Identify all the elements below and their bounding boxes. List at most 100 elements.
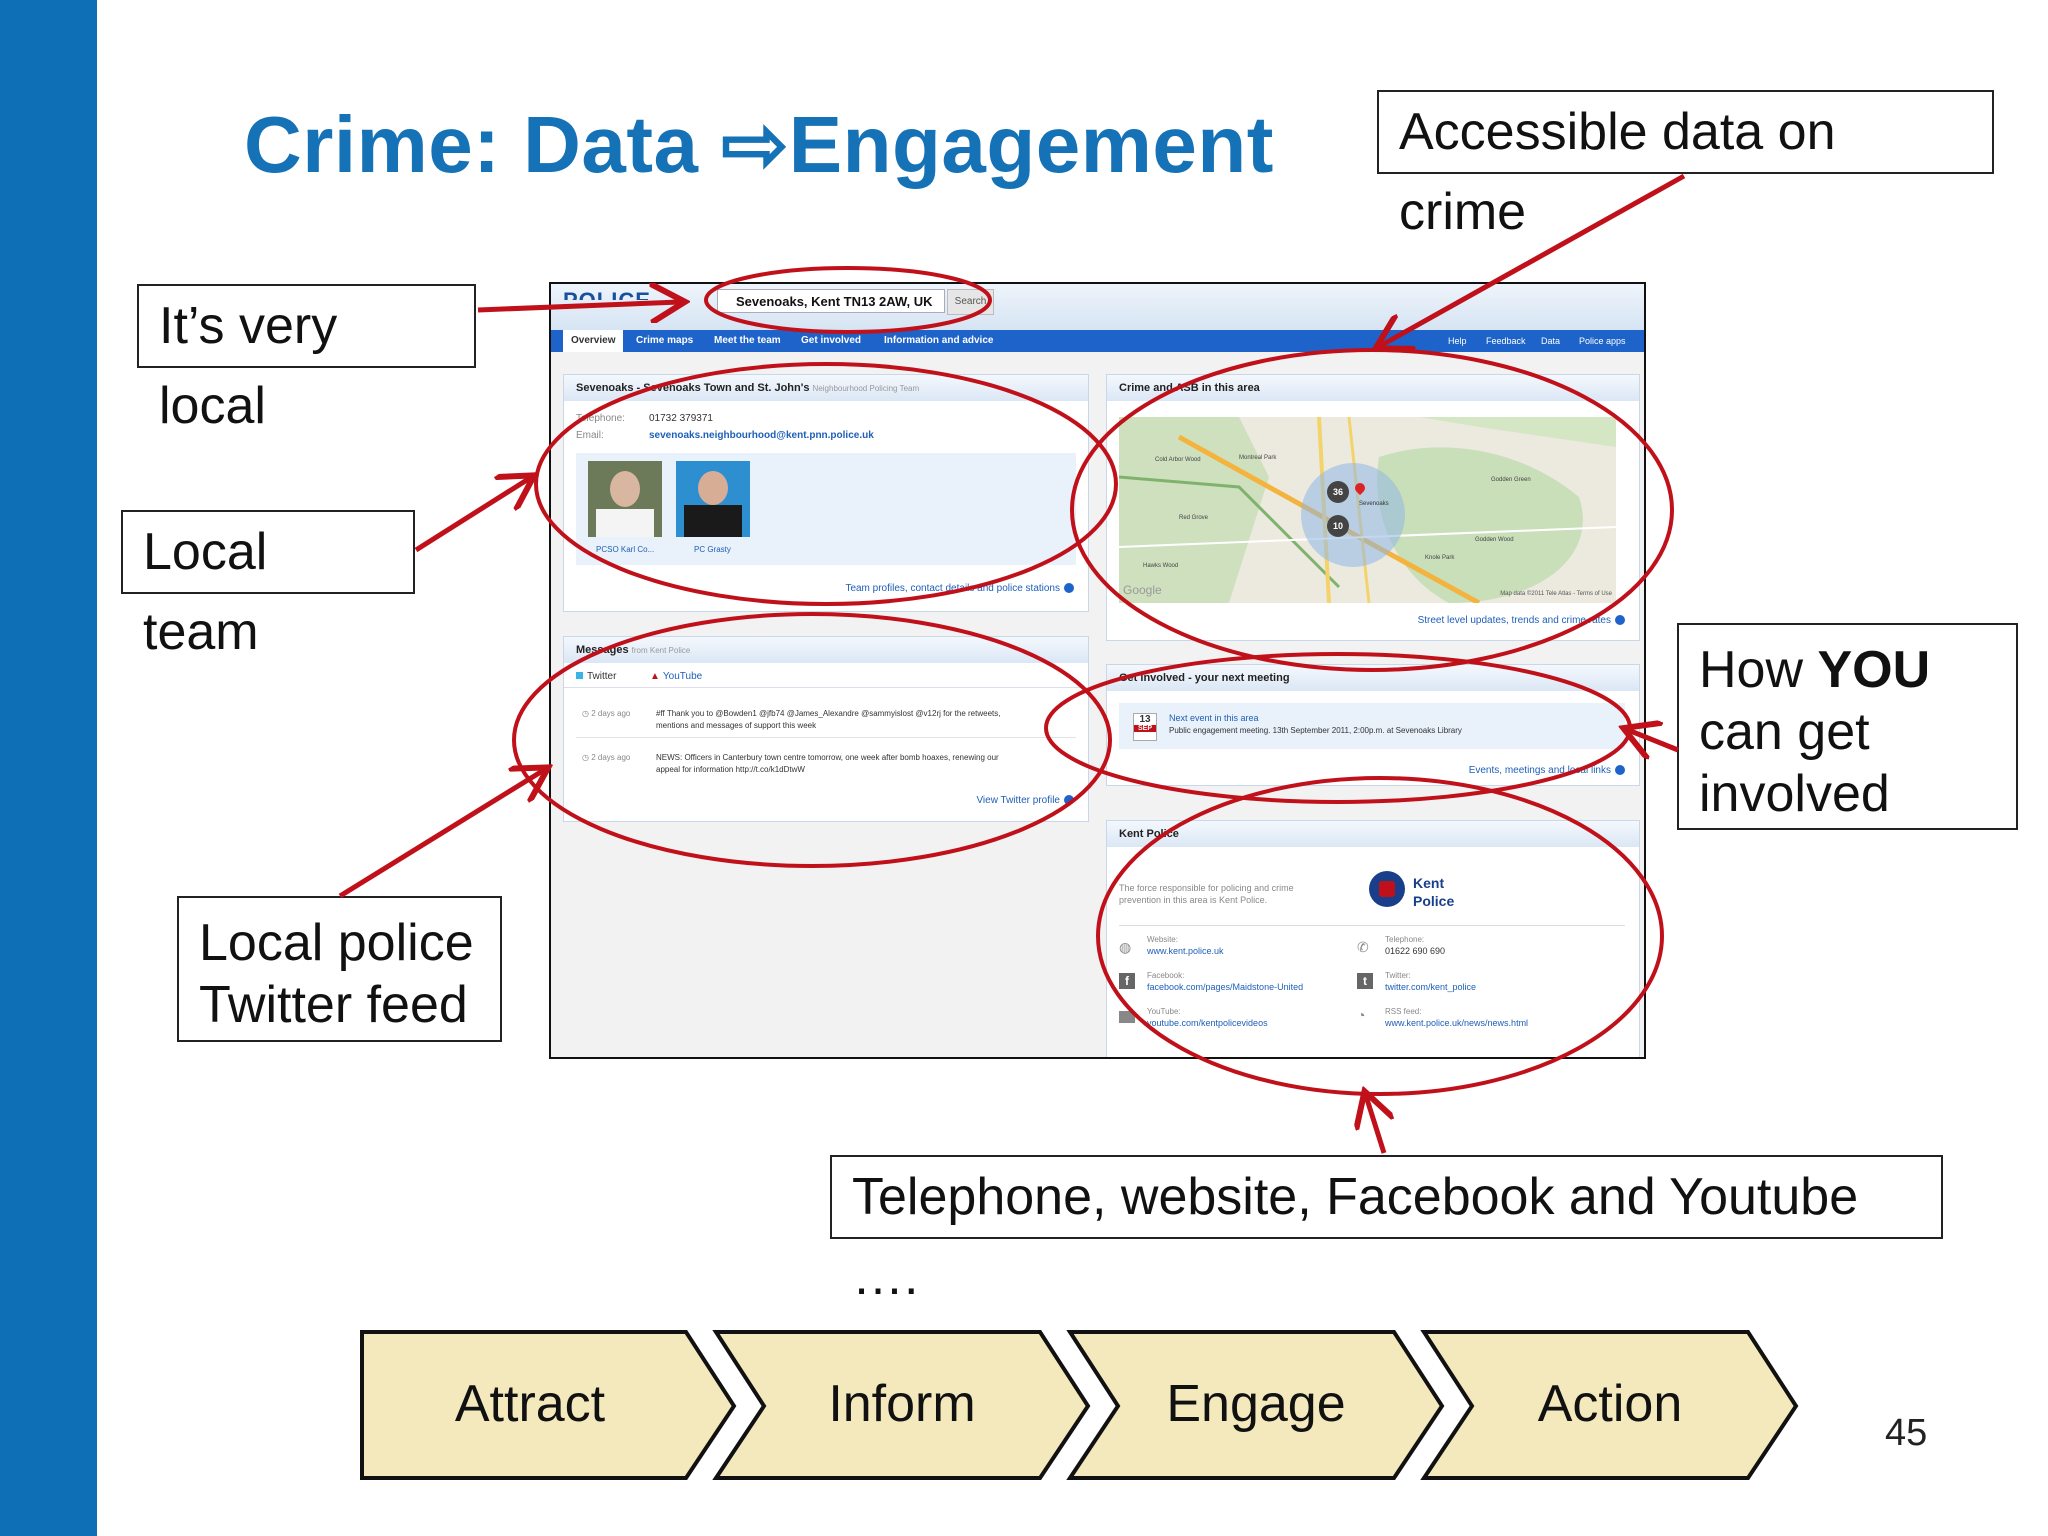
website-label: Website: [1147, 935, 1178, 944]
police-logo: POLICE [563, 288, 651, 300]
annotation-ellipse-messages [512, 612, 1112, 868]
tab-information-advice[interactable]: Information and advice [884, 335, 994, 346]
callout-twitter-feed: Local police Twitter feed [177, 896, 502, 1042]
callout-local-team: Local team [121, 510, 415, 661]
globe-icon: ◍ [1119, 939, 1132, 955]
map-label-cold-arbor-wood: Cold Arbor Wood [1155, 457, 1201, 463]
tab-overview[interactable]: Overview [563, 330, 624, 352]
annotation-ellipse-location [704, 266, 992, 334]
street-level-updates-link[interactable]: Street level updates, trends and crime r… [1418, 615, 1625, 626]
arrow-local-team [414, 478, 530, 553]
event-month: SEP [1134, 725, 1156, 732]
arrow-very-local [477, 302, 680, 310]
team-telephone-label: Telephone: [576, 413, 625, 424]
crime-cluster-marker-2[interactable]: 10 [1327, 515, 1349, 537]
team-email-link[interactable]: sevenoaks.neighbourhood@kent.pnn.police.… [649, 430, 874, 441]
team-heading: Sevenoaks - Sevenoaks Town and St. John'… [576, 382, 810, 394]
next-event-box: 13 SEP Next event in this area Public en… [1119, 703, 1625, 749]
kent-police-logo-line2: Police [1413, 893, 1455, 909]
messages-panel: Messages from Kent Police Twitter ▲YouTu… [563, 636, 1089, 822]
officer-name-1[interactable]: PCSO Karl Co... [596, 545, 655, 554]
map-label-godden-wood: Godden Wood [1475, 537, 1514, 543]
callout-how-you-line1: How YOU [1699, 641, 1931, 699]
calendar-icon: 13 SEP [1133, 713, 1157, 741]
facebook-label: Facebook: [1147, 971, 1185, 980]
slide-sidebar-bar [0, 0, 97, 1536]
twitter-link[interactable]: twitter.com/kent_police [1385, 982, 1477, 992]
twitter-icon [576, 672, 583, 679]
callout-accessible-data: Accessible data on crime [1377, 90, 1994, 241]
google-logo: Google [1123, 583, 1162, 597]
event-title-link[interactable]: Next event in this area [1169, 713, 1259, 723]
facebook-link[interactable]: facebook.com/pages/Maidstone-United [1147, 982, 1304, 992]
youtube-icon [1119, 1011, 1135, 1023]
kent-police-crest-icon [1369, 871, 1405, 907]
rss-label: RSS feed: [1385, 1007, 1422, 1016]
rss-link[interactable]: www.kent.police.uk/news/news.html [1385, 1018, 1529, 1028]
youtube-label: YouTube: [1147, 1007, 1181, 1016]
go-arrow-icon [1615, 765, 1625, 776]
telephone-label: Telephone: [1385, 935, 1425, 944]
team-heading-sub: Neighbourhood Policing Team [812, 384, 920, 393]
messages-heading-sub: from Kent Police [631, 646, 691, 655]
callout-how-you-line3: involved [1699, 765, 1890, 823]
callout-how-you-line2: can get [1699, 703, 1870, 761]
rss-icon: ◔ [1357, 1007, 1366, 1023]
message-1-time: ◷ 2 days ago [582, 709, 631, 718]
twitter-label: Twitter: [1385, 971, 1411, 980]
chevron-attract [360, 1330, 737, 1480]
kent-police-panel: Kent Police The force responsible for po… [1106, 820, 1640, 1057]
force-description-2: prevention in this area is Kent Police. [1119, 895, 1268, 905]
message-2-time: ◷ 2 days ago [582, 753, 631, 762]
message-2-text: NEWS: Officers in Canterbury town centre… [656, 753, 999, 762]
telephone-icon: ✆ [1357, 939, 1369, 955]
team-email-label: Email: [576, 430, 604, 441]
event-day: 13 [1139, 714, 1151, 725]
slide-title: Crime: Data ⇨Engagement [244, 100, 1274, 189]
team-profiles-link[interactable]: Team profiles, contact details and polic… [845, 583, 1074, 594]
view-twitter-profile-link[interactable]: View Twitter profile [976, 795, 1074, 806]
map-label-montreal-park: Montreal Park [1239, 455, 1277, 461]
team-photos-area: PCSO Karl Co... PC Grasty [576, 453, 1076, 565]
crime-cluster-marker-1[interactable]: 36 [1327, 481, 1349, 503]
website-link[interactable]: www.kent.police.uk [1147, 946, 1224, 956]
nav-feedback-link[interactable]: Feedback [1486, 336, 1526, 346]
crime-panel: Crime and ASB in this area 36 10 Montrea… [1106, 374, 1640, 641]
callout-very-local: It’s very local [137, 284, 476, 435]
callout-twitter-feed-line1: Local police [199, 914, 474, 972]
chevron-inform-label: Inform [828, 1375, 976, 1433]
callout-how-you-get-involved: How YOU can get involved [1677, 623, 2018, 830]
officer-photo-2[interactable] [676, 461, 750, 537]
officer-name-2[interactable]: PC Grasty [694, 545, 731, 554]
tab-get-involved[interactable]: Get involved [801, 335, 862, 346]
nav-help-link[interactable]: Help [1448, 336, 1467, 346]
arrow-twitter-feed [338, 770, 544, 899]
tab-youtube[interactable]: ▲YouTube [650, 671, 703, 682]
location-search-input[interactable]: Sevenoaks, Kent TN13 2AW, UK [717, 289, 945, 313]
police-site-screenshot: POLICE Sevenoaks, Kent TN13 2AW, UK Sear… [549, 282, 1646, 1059]
force-telephone: 01622 690 690 [1385, 946, 1446, 956]
officer-photo-1[interactable] [588, 461, 662, 537]
youtube-icon: ▲ [650, 671, 660, 682]
event-details: Public engagement meeting. 13th Septembe… [1169, 726, 1462, 735]
map-label-godden-green: Godden Green [1491, 477, 1531, 483]
nav-data-link[interactable]: Data [1541, 336, 1561, 346]
arrow-contact-channels [1366, 1096, 1384, 1154]
go-arrow-icon [1615, 615, 1625, 626]
message-2-text-2: appeal for information http://t.co/k1dDt… [656, 765, 805, 774]
kent-police-logo-line1: Kent [1413, 875, 1445, 891]
chevron-engage-label: Engage [1166, 1375, 1346, 1433]
map-label-knole-park: Knole Park [1425, 555, 1455, 561]
tab-twitter[interactable]: Twitter [576, 671, 616, 682]
facebook-icon: f [1119, 973, 1135, 989]
tab-crime-maps[interactable]: Crime maps [636, 335, 694, 346]
nav-police-apps-link[interactable]: Police apps [1579, 336, 1626, 346]
tab-meet-the-team[interactable]: Meet the team [714, 335, 781, 346]
get-involved-heading: Get involved - your next meeting [1107, 665, 1639, 691]
crime-map[interactable]: 36 10 Montreal Park Cold Arbor Wood Red … [1119, 417, 1616, 603]
youtube-link[interactable]: youtube.com/kentpolicevideos [1147, 1018, 1268, 1028]
arrow-how-you [1628, 730, 1679, 750]
events-meetings-link[interactable]: Events, meetings and local links [1469, 765, 1625, 776]
